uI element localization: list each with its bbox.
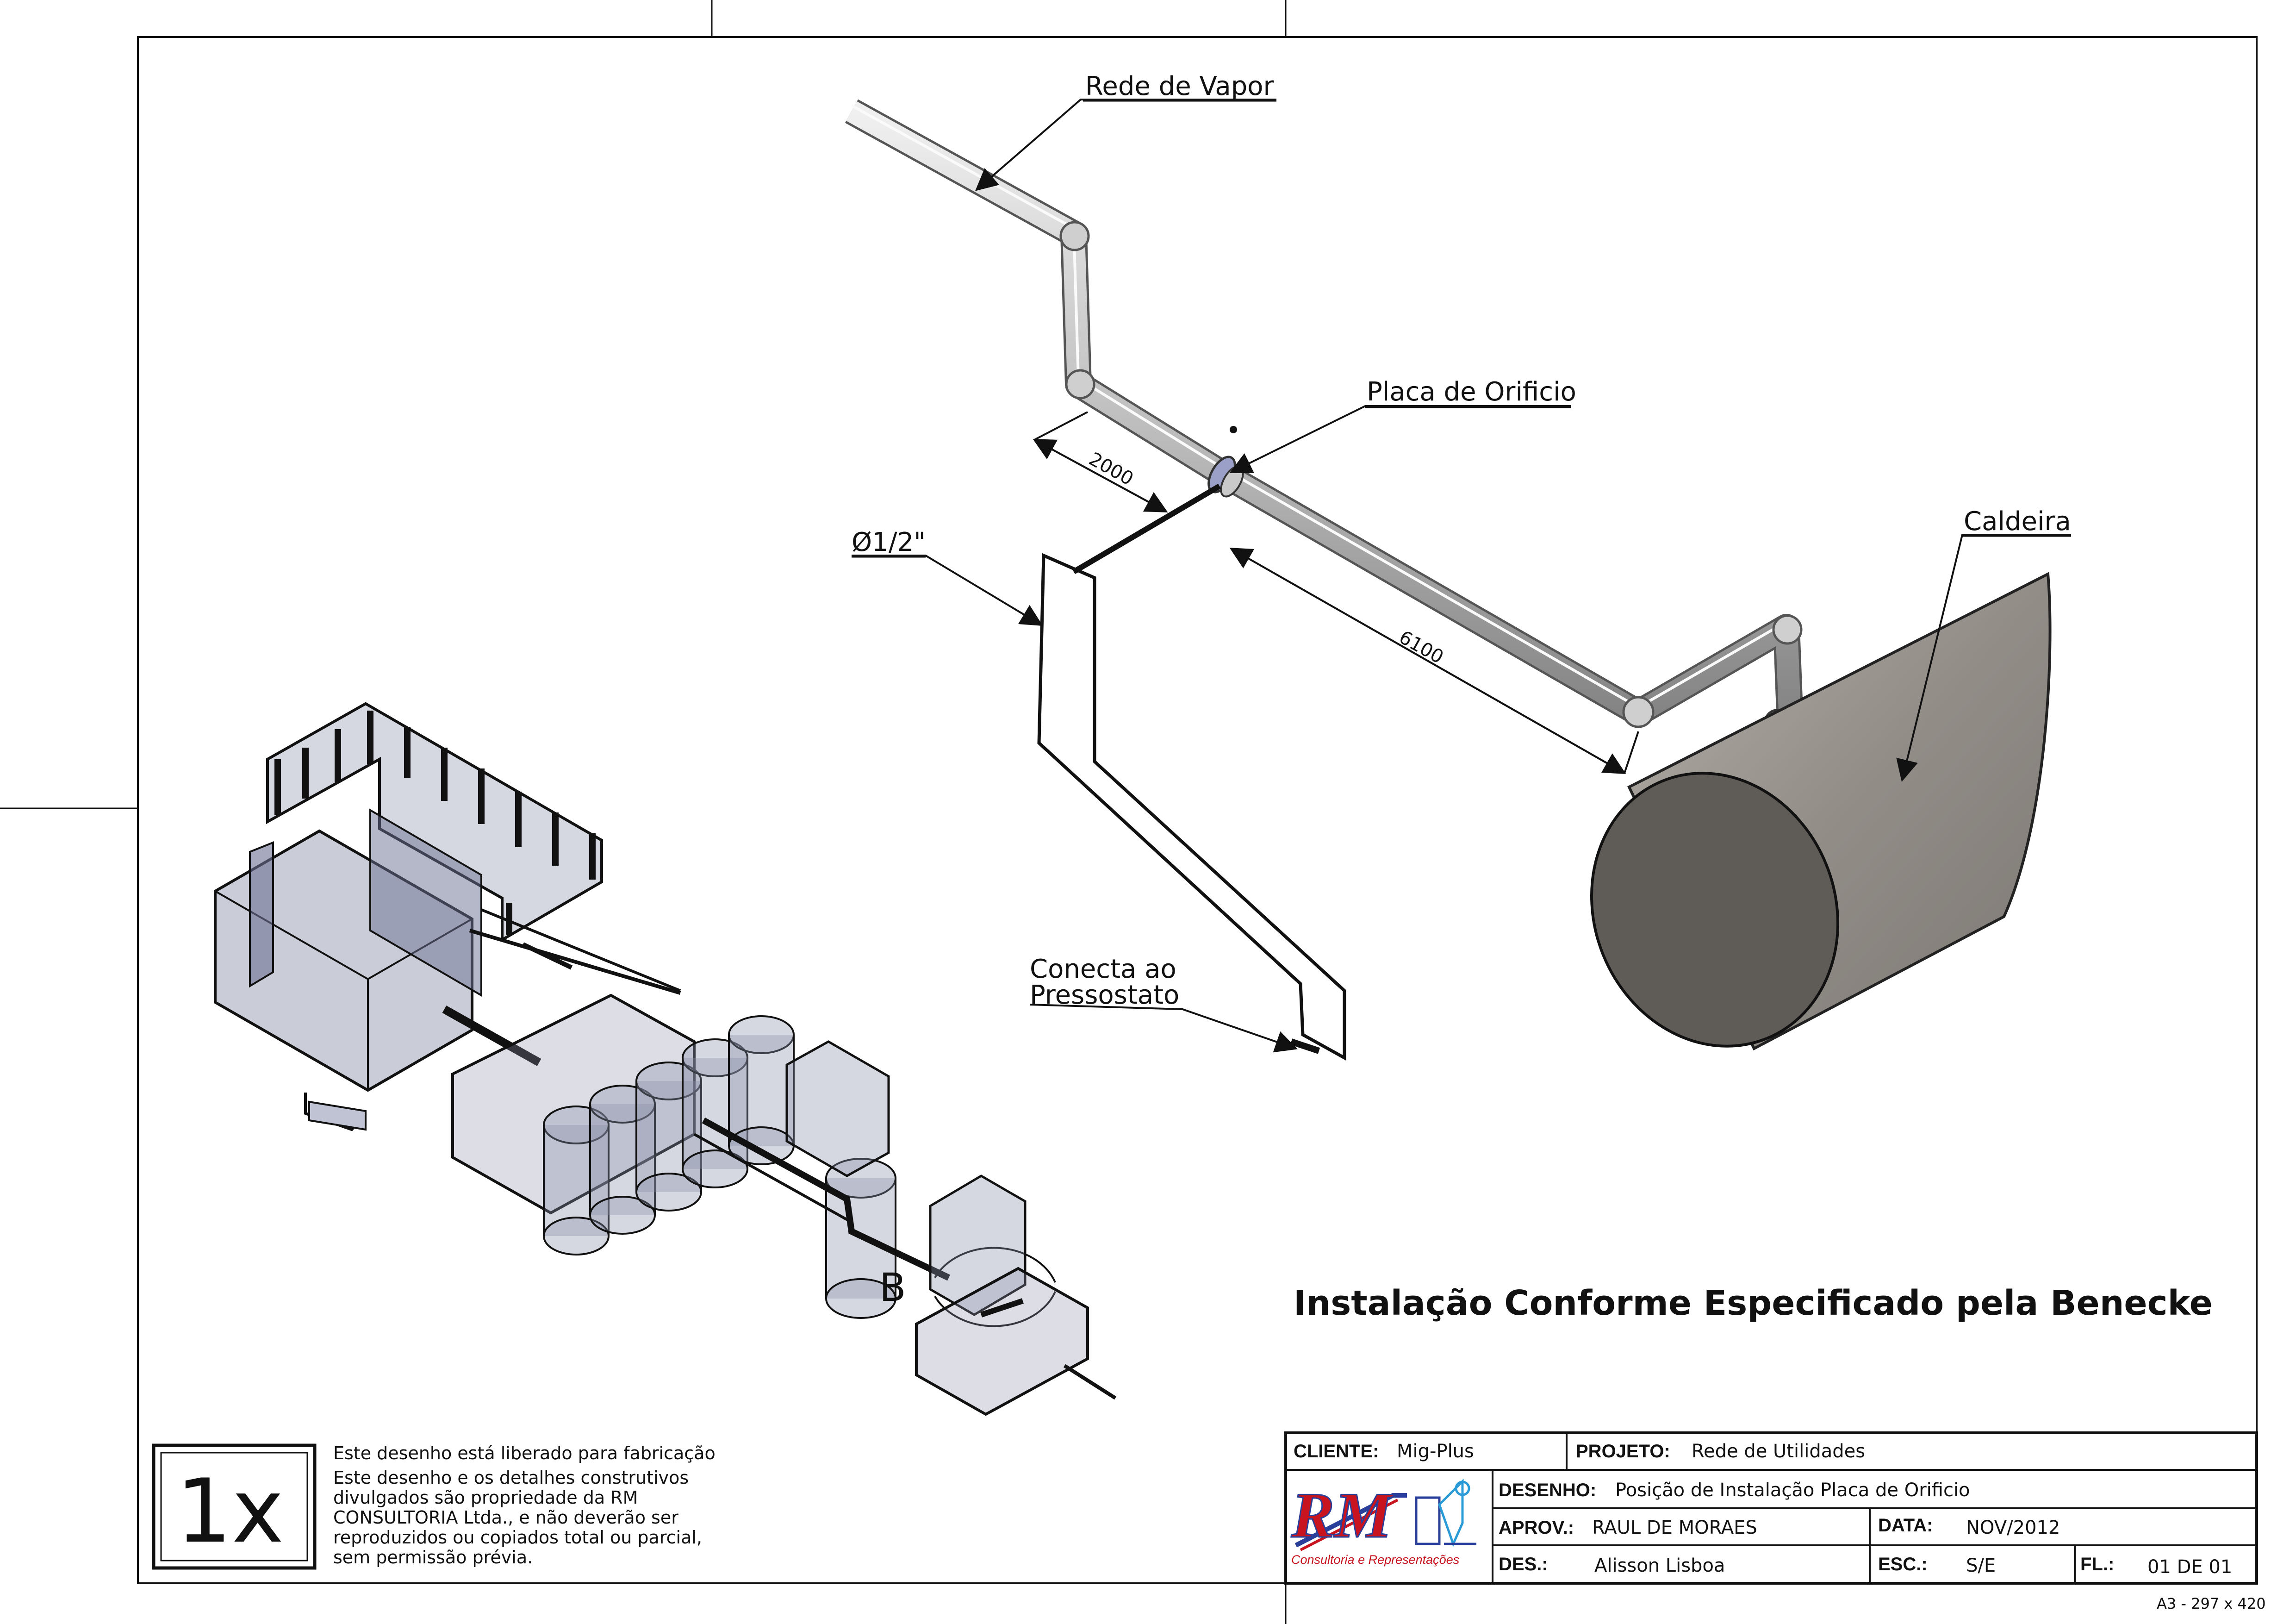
tb-client-value: Mig-Plus	[1397, 1441, 1474, 1462]
tb-client-label: CLIENTE:	[1294, 1441, 1379, 1462]
tb-scale-label: ESC.:	[1878, 1554, 1928, 1574]
note-line: CONSULTORIA Ltda., e não deverão ser	[333, 1507, 678, 1528]
label-diameter: Ø1/2"	[852, 527, 926, 557]
title-block	[1284, 1431, 2258, 1585]
release-stamp-text: 1x	[176, 1460, 284, 1562]
note-line: Este desenho está liberado para fabricaç…	[333, 1443, 716, 1463]
tb-project-value: Rede de Utilidades	[1692, 1441, 1865, 1462]
note-line: reproduzidos ou copiados total ou parcia…	[333, 1527, 702, 1548]
logo-caption: Consultoria e Representações	[1291, 1553, 1459, 1567]
release-notes: Este desenho está liberado para fabricaç…	[333, 1443, 716, 1568]
label-pressostato: Pressostato	[1030, 980, 1179, 1010]
tb-drawing-label: DESENHO:	[1499, 1480, 1596, 1500]
label-detail-b: B	[879, 1265, 906, 1310]
leader-lines	[852, 99, 2071, 1053]
label-conecta-ao: Conecta ao	[1030, 954, 1176, 984]
tb-drawn-label: DES.:	[1499, 1554, 1548, 1574]
label-rede-de-vapor: Rede de Vapor	[1085, 71, 1275, 101]
pipe-elbow	[1059, 221, 1803, 728]
label-placa-de-orificio: Placa de Orificio	[1367, 377, 1576, 407]
paper-size: A3 - 297 x 420	[2157, 1595, 2266, 1612]
label-caldeira: Caldeira	[1964, 506, 2071, 537]
note-line: Este desenho e os detalhes construtivos	[333, 1468, 689, 1488]
dimension-2000: 2000	[1085, 449, 1137, 490]
tb-sheet-label: FL.:	[2080, 1554, 2114, 1574]
factory-layout	[214, 702, 1117, 1416]
boiler	[1590, 572, 2052, 1051]
tb-drawing-value: Posição de Instalação Placa de Orificio	[1615, 1480, 1970, 1501]
tb-scale-value: S/E	[1966, 1555, 1996, 1576]
tb-approved-value: RAUL DE MORAES	[1592, 1517, 1757, 1538]
dimension-lines	[1033, 411, 1639, 774]
tank-cylinders	[543, 1015, 896, 1319]
tb-sheet-value: 01 DE 01	[2147, 1556, 2232, 1578]
tb-drawn-value: Alisson Lisboa	[1594, 1555, 1725, 1576]
steam-pipe-network	[845, 99, 1804, 749]
detail-b-circle	[934, 1247, 1056, 1327]
note-line: divulgados são propriedade da RM	[333, 1487, 638, 1508]
release-stamp	[152, 1443, 317, 1570]
main-title: Instalação Conforme Especificado pela Be…	[1294, 1283, 2213, 1323]
bay-posts	[274, 711, 596, 935]
tb-date-label: DATA:	[1878, 1515, 1933, 1536]
tb-approved-label: APROV.:	[1499, 1518, 1574, 1538]
dimension-6100: 6100	[1395, 627, 1447, 668]
company-logo	[1294, 1478, 1476, 1551]
tb-project-label: PROJETO:	[1576, 1441, 1670, 1462]
note-line: sem permissão prévia.	[333, 1547, 533, 1568]
tb-date-value: NOV/2012	[1966, 1517, 2060, 1538]
logo-rm-text: RM	[1291, 1480, 1394, 1551]
